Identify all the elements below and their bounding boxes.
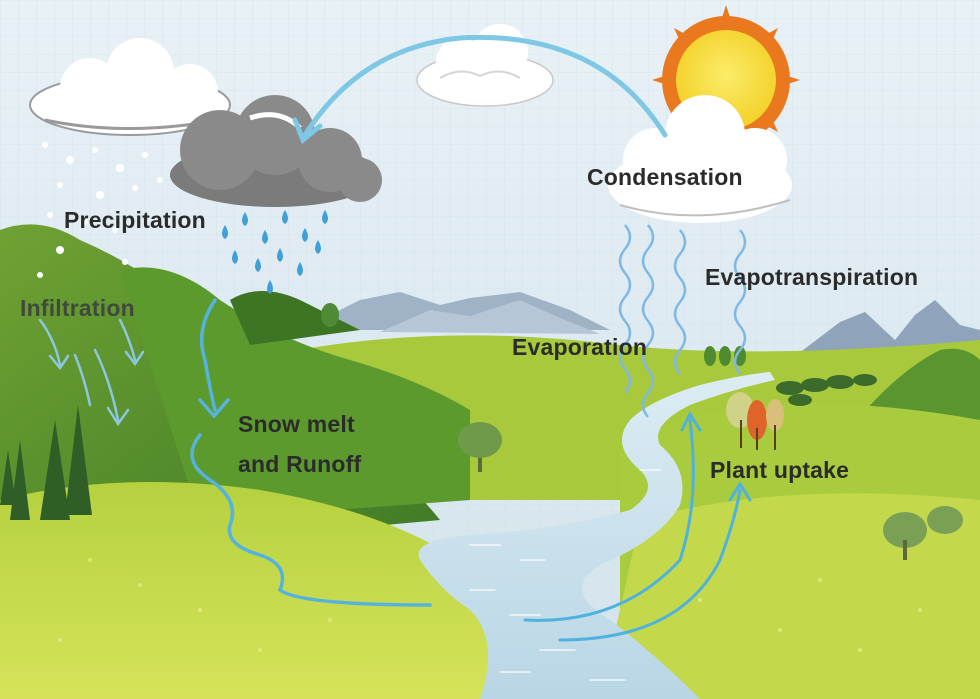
label-infiltration: Infiltration bbox=[20, 295, 135, 321]
label-runoff: and Runoff bbox=[238, 451, 362, 477]
label-evaporation: Evaporation bbox=[512, 334, 648, 360]
right-meadow bbox=[600, 493, 980, 699]
uptake-arrows bbox=[523, 410, 752, 642]
river-ripples bbox=[469, 469, 661, 681]
condensation-cloud-icon bbox=[608, 95, 792, 223]
plant-trees-icon bbox=[726, 392, 784, 450]
infiltration-arrows bbox=[38, 318, 145, 427]
label-condensation: Condensation bbox=[587, 164, 743, 190]
label-precipitation: Precipitation bbox=[64, 207, 206, 233]
wavy-vapor-icon bbox=[618, 224, 747, 418]
transport-arrow bbox=[292, 34, 668, 145]
river bbox=[418, 372, 775, 699]
left-meadow bbox=[0, 482, 520, 699]
meadow-flowers bbox=[58, 558, 922, 652]
small-dark-hill bbox=[230, 291, 360, 345]
snow-dots bbox=[37, 142, 163, 278]
raindrop-icon bbox=[222, 210, 328, 294]
label-evapotranspiration: Evapotranspiration bbox=[705, 264, 919, 290]
label-snow-melt: Snow melt bbox=[238, 411, 355, 437]
tree-icon bbox=[321, 303, 963, 560]
bushes bbox=[776, 374, 877, 406]
middle-hill bbox=[120, 267, 470, 520]
white-cloud-left-icon bbox=[29, 38, 231, 136]
pine-trees bbox=[0, 405, 92, 520]
label-plant-uptake: Plant uptake bbox=[710, 457, 850, 483]
runoff-arrow bbox=[190, 298, 432, 607]
rain-cloud-icon bbox=[170, 95, 382, 207]
